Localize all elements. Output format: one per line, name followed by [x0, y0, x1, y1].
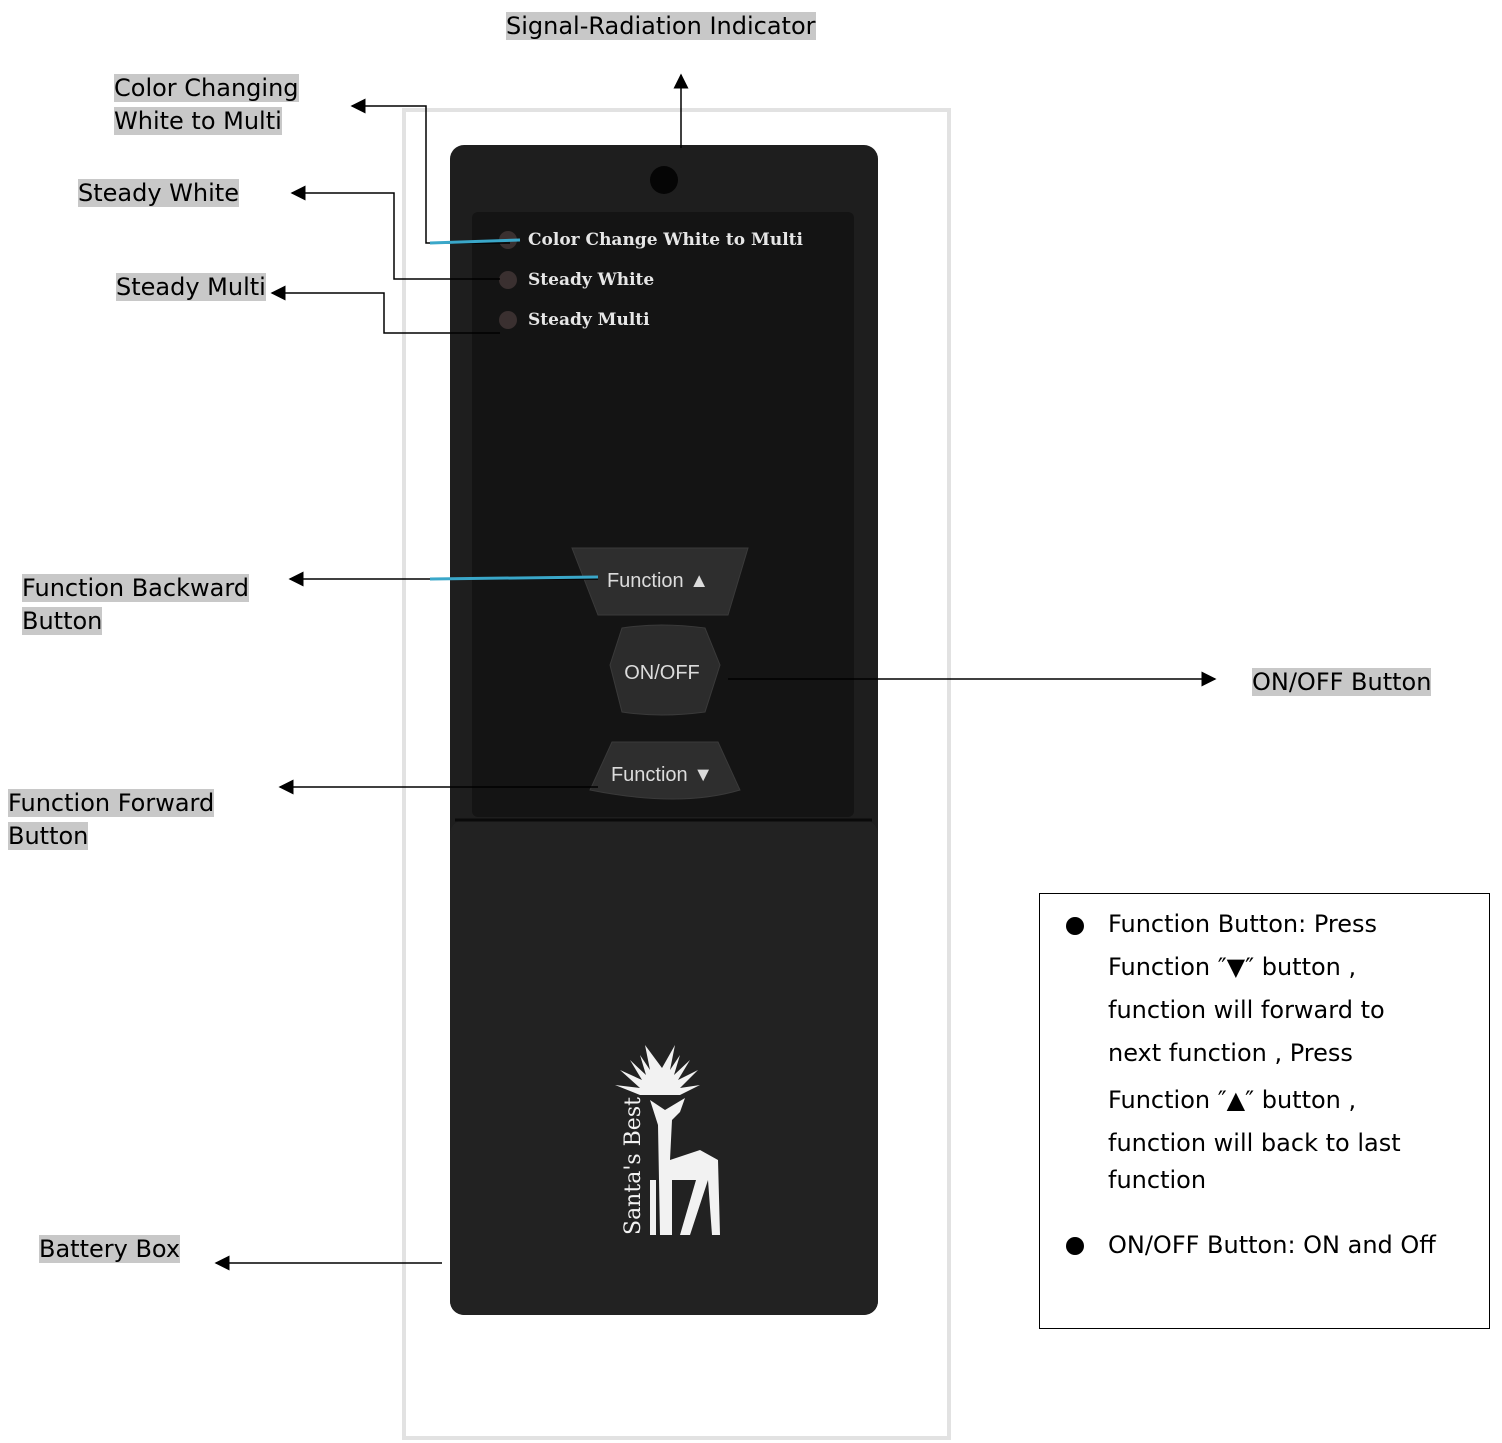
signal-radiation-label: Signal-Radiation Indicator — [506, 12, 816, 40]
led-color-change-label: Color Change White to Multi — [528, 230, 804, 250]
steady-white-leader — [290, 185, 500, 280]
led-steady-multi-icon — [499, 311, 517, 329]
bullet-icon — [1066, 917, 1084, 935]
on-off-button[interactable] — [609, 624, 721, 716]
steady-white-callout: Steady White — [78, 179, 239, 207]
bullet-icon — [1066, 1237, 1084, 1255]
color-changing-blue-leader — [429, 238, 521, 245]
function-backward-blue-leader — [429, 575, 599, 581]
steady-multi-leader — [270, 285, 500, 334]
note-on-off-button: ON/OFF Button: ON and Off — [1108, 1231, 1436, 1259]
logo-text: Santa's Best — [621, 1097, 646, 1235]
instructions-box: Function Button: Press Function ″▼″ butt… — [1039, 893, 1490, 1329]
led-steady-white-icon — [499, 271, 517, 289]
signal-indicator-icon — [650, 166, 678, 194]
led-steady-multi-label: Steady Multi — [528, 310, 650, 330]
reindeer-logo-icon — [615, 1045, 720, 1235]
function-down-label: Function ▼ — [611, 764, 713, 786]
note-function-button: Function Button: Press Function ″▼″ butt… — [1108, 910, 1401, 1194]
function-down-button[interactable] — [589, 741, 741, 800]
function-up-button[interactable] — [571, 547, 749, 616]
led-panel — [472, 212, 854, 817]
on-off-label: ON/OFF — [624, 662, 700, 684]
function-up-label: Function ▲ — [607, 570, 709, 592]
battery-box-callout: Battery Box — [39, 1235, 181, 1263]
steady-multi-callout: Steady Multi — [116, 273, 266, 301]
led-steady-white-label: Steady White — [528, 270, 654, 290]
on-off-button-callout: ON/OFF Button — [1252, 668, 1432, 696]
